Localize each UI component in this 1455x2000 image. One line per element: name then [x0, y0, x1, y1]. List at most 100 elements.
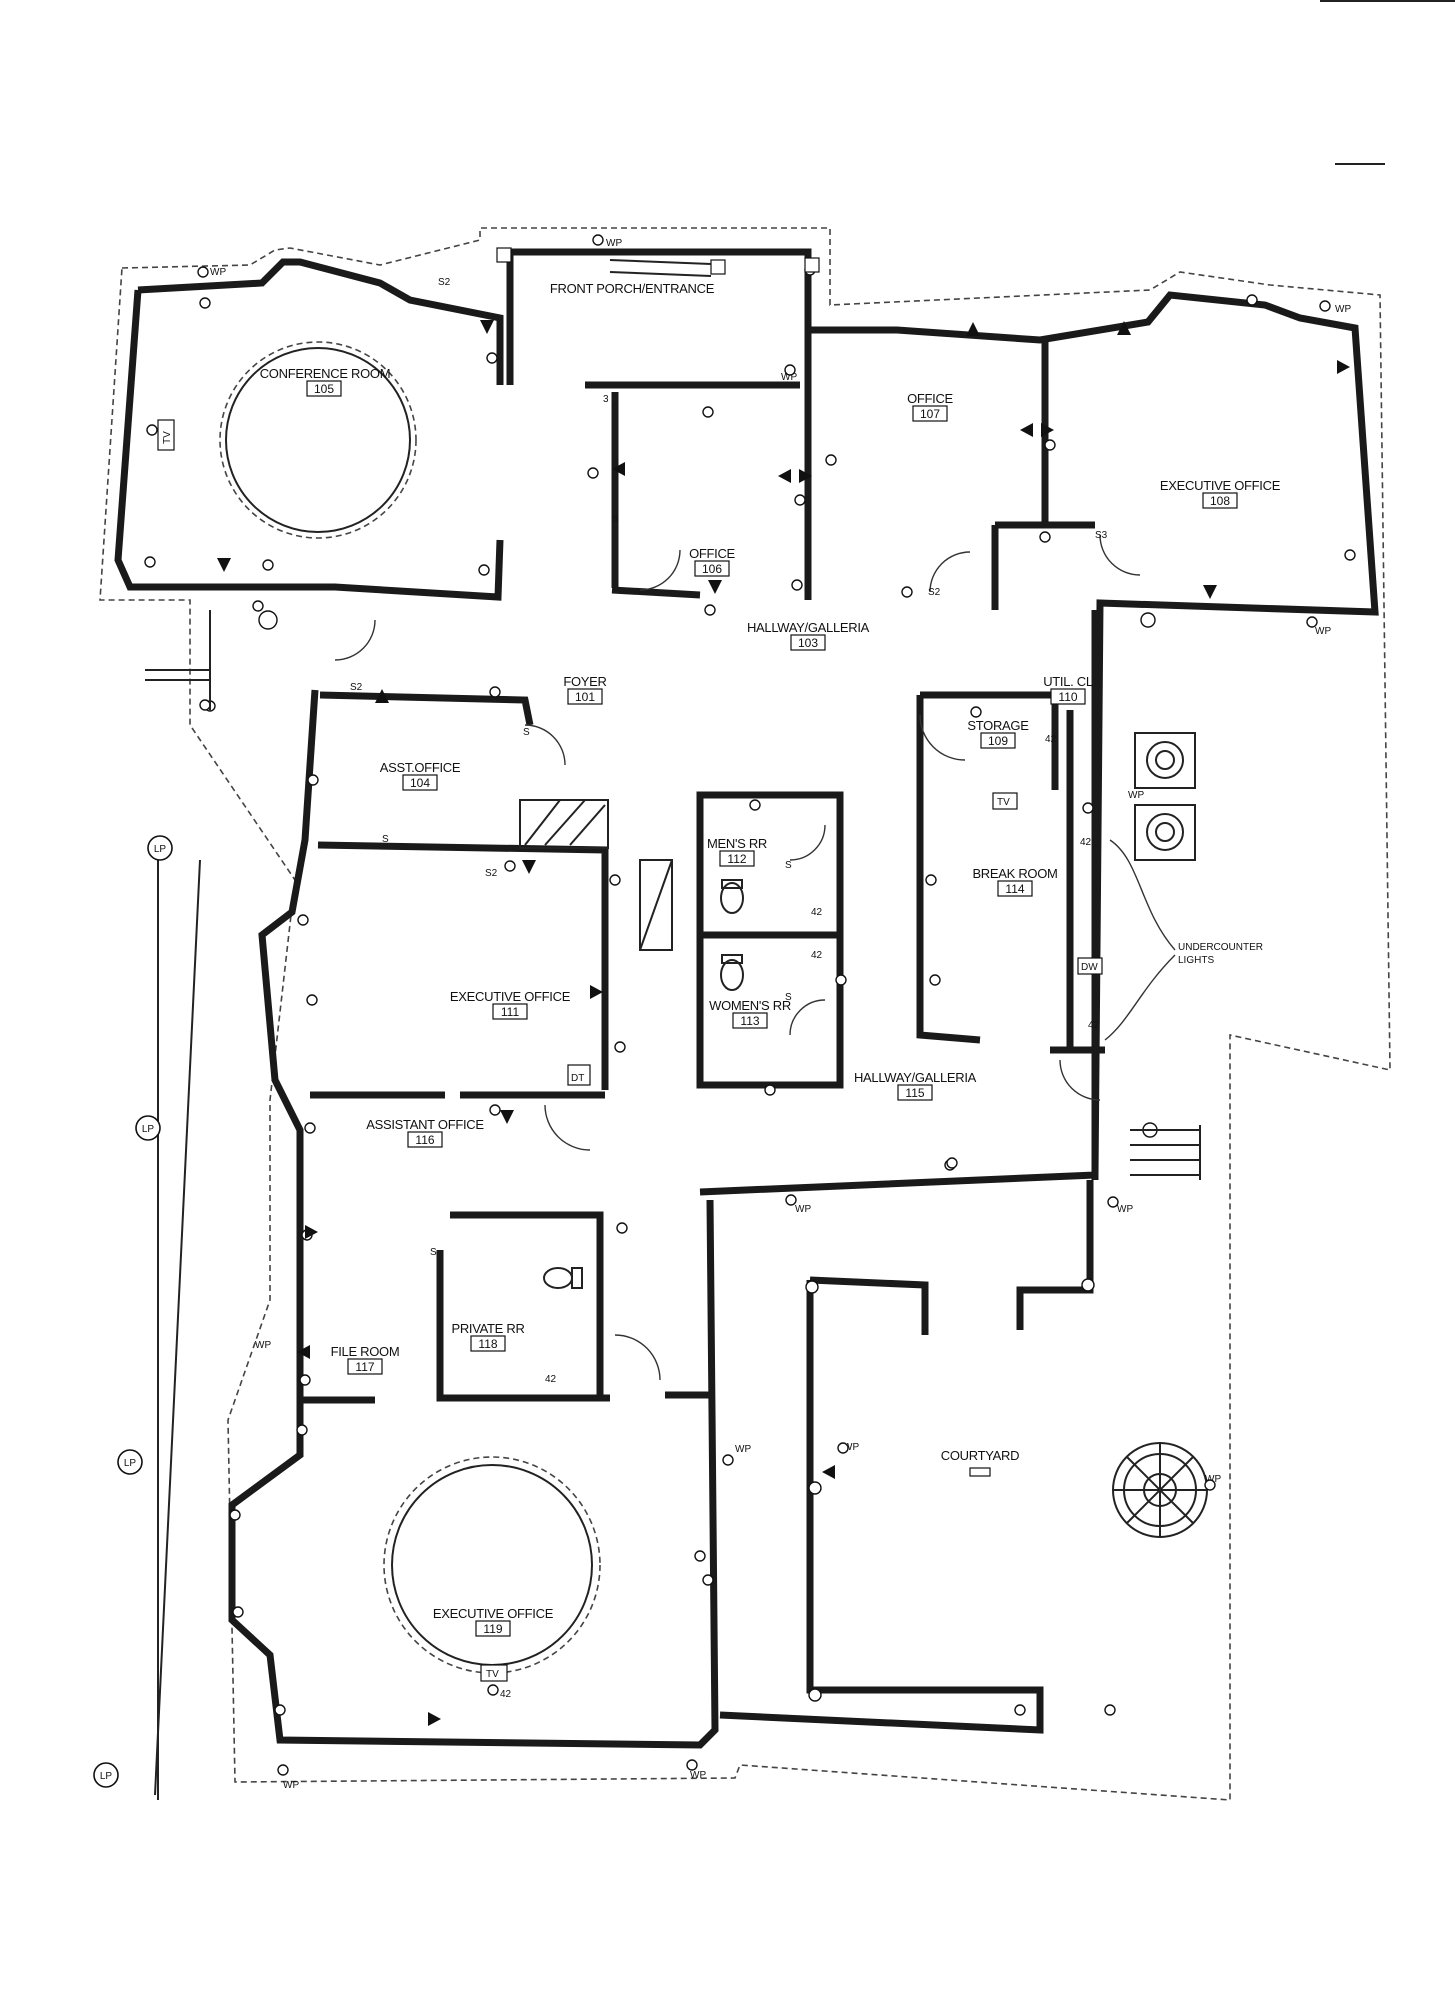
switch-label-107: S2: [928, 587, 941, 598]
property-line: [154, 845, 201, 1800]
tv-label: TV: [486, 1669, 499, 1680]
switch-label-asst: S: [382, 834, 389, 845]
switch-label-womens: S: [785, 992, 792, 1003]
room-number: 113: [740, 1014, 759, 1028]
room-name: ASST.OFFICE: [380, 760, 461, 775]
lp-marker-1: LP: [147, 835, 173, 861]
room-number: 109: [988, 734, 1008, 748]
room-name: FILE ROOM: [331, 1344, 400, 1359]
wp-label-porch-right: WP: [781, 372, 797, 383]
wp-label-exec-119-se: WP: [690, 1770, 706, 1781]
label-private-rr: PRIVATE RR 118: [451, 1321, 525, 1352]
title-block-rule-mid: [1335, 163, 1385, 165]
lp-label: LP: [124, 1458, 137, 1469]
room-name: UTIL. CL: [1043, 674, 1093, 689]
room-number: 105: [314, 382, 334, 396]
room-name: EXECUTIVE OFFICE: [433, 1606, 554, 1621]
label-exec-108: EXECUTIVE OFFICE 108: [1160, 478, 1281, 509]
room-number: 114: [1005, 882, 1024, 896]
label-front-porch: FRONT PORCH/ENTRANCE: [550, 281, 715, 296]
room-name: FRONT PORCH/ENTRANCE: [550, 281, 715, 296]
dw-symbol: DW: [1077, 957, 1103, 975]
lp-marker-3: LP: [117, 1449, 143, 1475]
room-name: BREAK ROOM: [972, 866, 1057, 881]
label-hallway-103: HALLWAY/GALLERIA 103: [747, 620, 870, 651]
wp-label-courtyard: WP: [843, 1442, 859, 1453]
label-asst-office-104: ASST.OFFICE 104: [380, 760, 461, 791]
room-name: MEN'S RR: [707, 836, 767, 851]
fountain: [1112, 1442, 1208, 1538]
title-block-rule-top: [1320, 0, 1455, 2]
lp-marker-2: LP: [135, 1115, 161, 1141]
room-name: EXECUTIVE OFFICE: [450, 989, 571, 1004]
height-42-private: 42: [545, 1374, 557, 1385]
room-number: 115: [905, 1086, 924, 1100]
wp-label-hall: WP: [795, 1204, 811, 1215]
tv-label: TV: [997, 797, 1010, 808]
label-courtyard: COURTYARD: [941, 1448, 1020, 1477]
room-name: OFFICE: [689, 546, 735, 561]
room-number: 110: [1058, 690, 1077, 704]
lp-label: LP: [154, 844, 167, 855]
ceiling-feature-conference: [219, 341, 417, 539]
room-number: 119: [483, 1622, 502, 1636]
dimension-3: 3: [603, 394, 609, 405]
room-name: HALLWAY/GALLERIA: [747, 620, 870, 635]
label-break-room: BREAK ROOM 114: [972, 866, 1058, 897]
label-storage: STORAGE 109: [967, 718, 1030, 749]
label-foyer: FOYER 101: [563, 674, 607, 705]
wp-label-fountain: WP: [1205, 1474, 1221, 1485]
height-42-util: 42: [1045, 734, 1057, 745]
room-name: PRIVATE RR: [451, 1321, 524, 1336]
side-stairs: [145, 610, 211, 710]
switch-label-conf: S2: [438, 277, 451, 288]
room-number: 111: [501, 1005, 520, 1019]
room-name: HALLWAY/GALLERIA: [854, 1070, 977, 1085]
room-number: 106: [702, 562, 722, 576]
switch-label-exec-111: S2: [485, 868, 498, 879]
toilet-mens: [720, 879, 744, 914]
wp-label-porch: WP: [606, 238, 622, 249]
label-file-room: FILE ROOM 117: [331, 1344, 400, 1375]
room-number: 101: [575, 690, 595, 704]
interior-walls: [300, 330, 1105, 1404]
dt-symbol: DT: [567, 1064, 591, 1086]
dw-label: DW: [1081, 962, 1098, 973]
switch-label-108: S3: [1095, 530, 1108, 541]
wp-label-side: WP: [735, 1444, 751, 1455]
label-util-cl: UTIL. CL 110: [1043, 674, 1093, 705]
switch-label-mens: S: [785, 860, 792, 871]
label-exec-111: EXECUTIVE OFFICE 111: [450, 989, 571, 1020]
data-phone-devices: [217, 320, 1350, 1726]
switch-label-foyer: S2: [350, 682, 363, 693]
tv-label: TV: [162, 431, 173, 444]
room-number: 112: [727, 852, 746, 866]
wp-label-conference: WP: [210, 267, 226, 278]
note-line-2: LIGHTS: [1178, 955, 1214, 966]
label-womens-rr: WOMEN'S RR 113: [709, 998, 791, 1029]
ceiling-feature-exec-119: [383, 1456, 601, 1674]
note-undercounter-lights: UNDERCOUNTER LIGHTS: [1104, 839, 1263, 1041]
room-number: 107: [920, 407, 940, 421]
tv-symbol-conference: TV: [157, 419, 175, 451]
label-hallway-115: HALLWAY/GALLERIA 115: [854, 1070, 977, 1101]
lp-label: LP: [142, 1124, 155, 1135]
hvac-unit-1: [1134, 732, 1196, 789]
porch-columns: [496, 247, 820, 277]
room-number: 103: [798, 636, 818, 650]
height-42-mens: 42: [811, 907, 823, 918]
room-name: FOYER: [563, 674, 606, 689]
room-name: OFFICE: [907, 391, 953, 406]
lp-label: LP: [100, 1771, 113, 1782]
courtyard-steps: [1130, 1125, 1201, 1180]
room-name: ASSISTANT OFFICE: [366, 1117, 484, 1132]
toilet-womens: [720, 954, 744, 991]
room-name: WOMEN'S RR: [709, 998, 791, 1013]
door-swings: [334, 534, 1141, 1381]
room-number: 118: [478, 1337, 497, 1351]
wp-label-file: WP: [255, 1340, 271, 1351]
room-name: STORAGE: [967, 718, 1029, 733]
room-number: 108: [1210, 494, 1230, 508]
switch-label-private: S: [430, 1247, 437, 1258]
